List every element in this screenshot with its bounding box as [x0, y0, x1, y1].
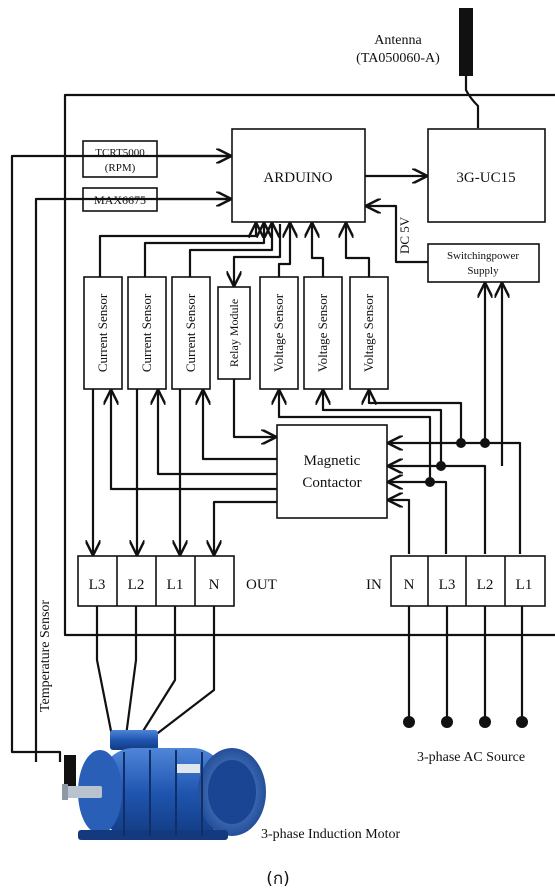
arduino-label: ARDUINO	[263, 170, 332, 186]
antenna-model: (TA050060-A)	[356, 51, 440, 66]
ac-source-lines	[403, 606, 528, 728]
sensor-arduino-wiring	[100, 224, 369, 285]
junction-dot	[456, 438, 466, 448]
ac-source-label: 3-phase AC Source	[417, 750, 525, 765]
figure-caption: (ก)	[266, 869, 290, 889]
antenna-icon	[459, 8, 473, 76]
current-sensor-label: Current Sensor	[95, 293, 110, 372]
current-sensor-label: Current Sensor	[139, 293, 154, 372]
out-terminal-label: L1	[167, 577, 184, 593]
motor-feed-wiring	[97, 606, 214, 736]
contactor-label-2: Contactor	[302, 475, 361, 491]
temperature-sensor-label: Temperature Sensor	[38, 600, 53, 712]
in-terminal-label: L2	[477, 577, 494, 593]
input-to-contactor-wiring	[389, 443, 520, 554]
relay-module-label: Relay Module	[227, 299, 241, 367]
out-terminal-label: L2	[128, 577, 145, 593]
power-supply-label: Switchingpower	[447, 250, 519, 262]
in-terminal-label: N	[404, 577, 415, 593]
junction-dot	[425, 477, 435, 487]
tcrt-label: TCRT5000	[95, 147, 145, 159]
dc-5v-label: DC 5V	[397, 216, 412, 254]
power-supply-label-2: Supply	[467, 265, 499, 277]
modem-label: 3G-UC15	[456, 170, 515, 186]
antenna-cable	[466, 76, 478, 128]
motor-label: 3-phase Induction Motor	[261, 827, 401, 842]
voltage-sensor-label: Voltage Sensor	[271, 293, 286, 372]
induction-motor-icon	[62, 730, 266, 840]
current-out-wiring	[93, 389, 180, 554]
out-label: OUT	[246, 577, 277, 593]
in-terminal-label: L1	[516, 577, 533, 593]
junction-dot	[436, 461, 446, 471]
current-sensor-label: Current Sensor	[183, 293, 198, 372]
tcrt-unit: (RPM)	[105, 162, 136, 174]
magnetic-contactor-box	[277, 425, 387, 518]
antenna-label: Antenna	[374, 33, 422, 48]
out-terminal-label: L3	[89, 577, 106, 593]
in-terminal-label: L3	[439, 577, 456, 593]
voltage-sensor-label: Voltage Sensor	[361, 293, 376, 372]
out-terminal-label: N	[209, 577, 220, 593]
voltage-sensor-label: Voltage Sensor	[315, 293, 330, 372]
in-label: IN	[366, 577, 382, 593]
contactor-label: Magnetic	[304, 453, 361, 469]
